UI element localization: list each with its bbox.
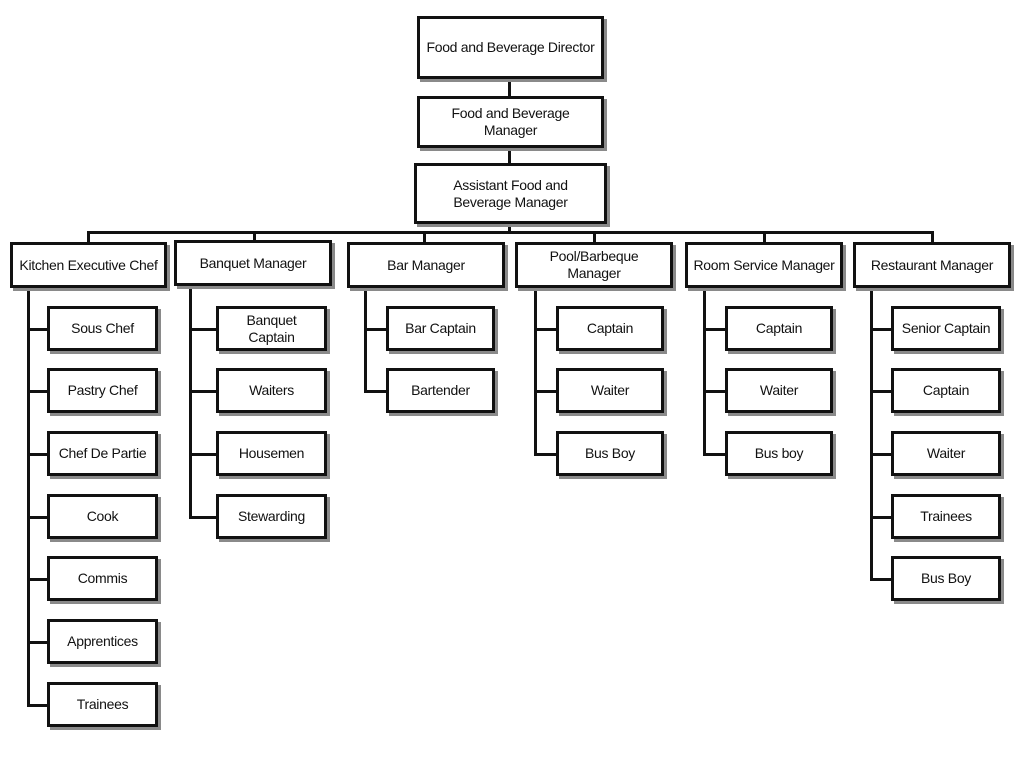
- department-manager-box: Kitchen Executive Chef: [10, 242, 167, 288]
- role-box: Stewarding: [216, 494, 327, 539]
- manager-box: Food and Beverage Manager: [417, 96, 604, 148]
- role-box: Waiters: [216, 368, 327, 413]
- department-manager-box: Restaurant Manager: [853, 242, 1011, 288]
- branch-line: [189, 390, 219, 393]
- role-box: Cook: [47, 494, 158, 539]
- branch-line: [870, 328, 894, 331]
- role-box: Captain: [556, 306, 664, 351]
- branch-line: [27, 328, 50, 331]
- role-box: Banquet Captain: [216, 306, 327, 351]
- branch-line: [703, 328, 728, 331]
- branch-line: [27, 453, 50, 456]
- role-box: Chef De Partie: [47, 431, 158, 476]
- connector-line: [931, 231, 934, 242]
- role-box: Captain: [891, 368, 1001, 413]
- branch-line: [534, 453, 559, 456]
- department-spine: [870, 288, 873, 580]
- role-box: Bartender: [386, 368, 495, 413]
- role-box: Pastry Chef: [47, 368, 158, 413]
- branch-line: [870, 516, 894, 519]
- department-spine: [27, 288, 30, 706]
- branch-line: [27, 704, 50, 707]
- branch-line: [534, 390, 559, 393]
- role-box: Waiter: [891, 431, 1001, 476]
- role-box: Captain: [725, 306, 833, 351]
- role-box: Sous Chef: [47, 306, 158, 351]
- branch-line: [870, 390, 894, 393]
- role-box: Bus Boy: [891, 556, 1001, 601]
- connector-line: [253, 231, 256, 242]
- department-manager-box: Banquet Manager: [174, 240, 332, 286]
- role-box: Waiter: [556, 368, 664, 413]
- role-box: Housemen: [216, 431, 327, 476]
- branch-line: [870, 453, 894, 456]
- branch-line: [27, 390, 50, 393]
- branch-line: [534, 328, 559, 331]
- branch-line: [189, 516, 219, 519]
- connector-line: [593, 231, 596, 242]
- branch-line: [870, 578, 894, 581]
- department-manager-box: Bar Manager: [347, 242, 505, 288]
- department-spine: [703, 288, 706, 455]
- connector-line: [87, 231, 934, 234]
- role-box: Commis: [47, 556, 158, 601]
- connector-line: [508, 147, 511, 163]
- branch-line: [364, 390, 389, 393]
- branch-line: [27, 578, 50, 581]
- branch-line: [189, 328, 219, 331]
- role-box: Bus Boy: [556, 431, 664, 476]
- connector-line: [508, 78, 511, 96]
- branch-line: [189, 453, 219, 456]
- branch-line: [703, 390, 728, 393]
- connector-line: [763, 231, 766, 242]
- role-box: Trainees: [47, 682, 158, 727]
- connector-line: [87, 231, 90, 242]
- branch-line: [27, 516, 50, 519]
- connector-line: [508, 223, 511, 233]
- role-box: Senior Captain: [891, 306, 1001, 351]
- role-box: Waiter: [725, 368, 833, 413]
- department-manager-box: Room Service Manager: [685, 242, 843, 288]
- branch-line: [27, 641, 50, 644]
- role-box: Trainees: [891, 494, 1001, 539]
- branch-line: [364, 328, 389, 331]
- connector-line: [423, 231, 426, 242]
- department-spine: [364, 288, 367, 392]
- role-box: Bar Captain: [386, 306, 495, 351]
- director-box: Food and Beverage Director: [417, 16, 604, 79]
- department-spine: [534, 288, 537, 455]
- role-box: Bus boy: [725, 431, 833, 476]
- department-manager-box: Pool/Barbeque Manager: [515, 242, 673, 288]
- assistant-manager-box: Assistant Food and Beverage Manager: [414, 163, 607, 224]
- role-box: Apprentices: [47, 619, 158, 664]
- branch-line: [703, 453, 728, 456]
- department-spine: [189, 286, 192, 519]
